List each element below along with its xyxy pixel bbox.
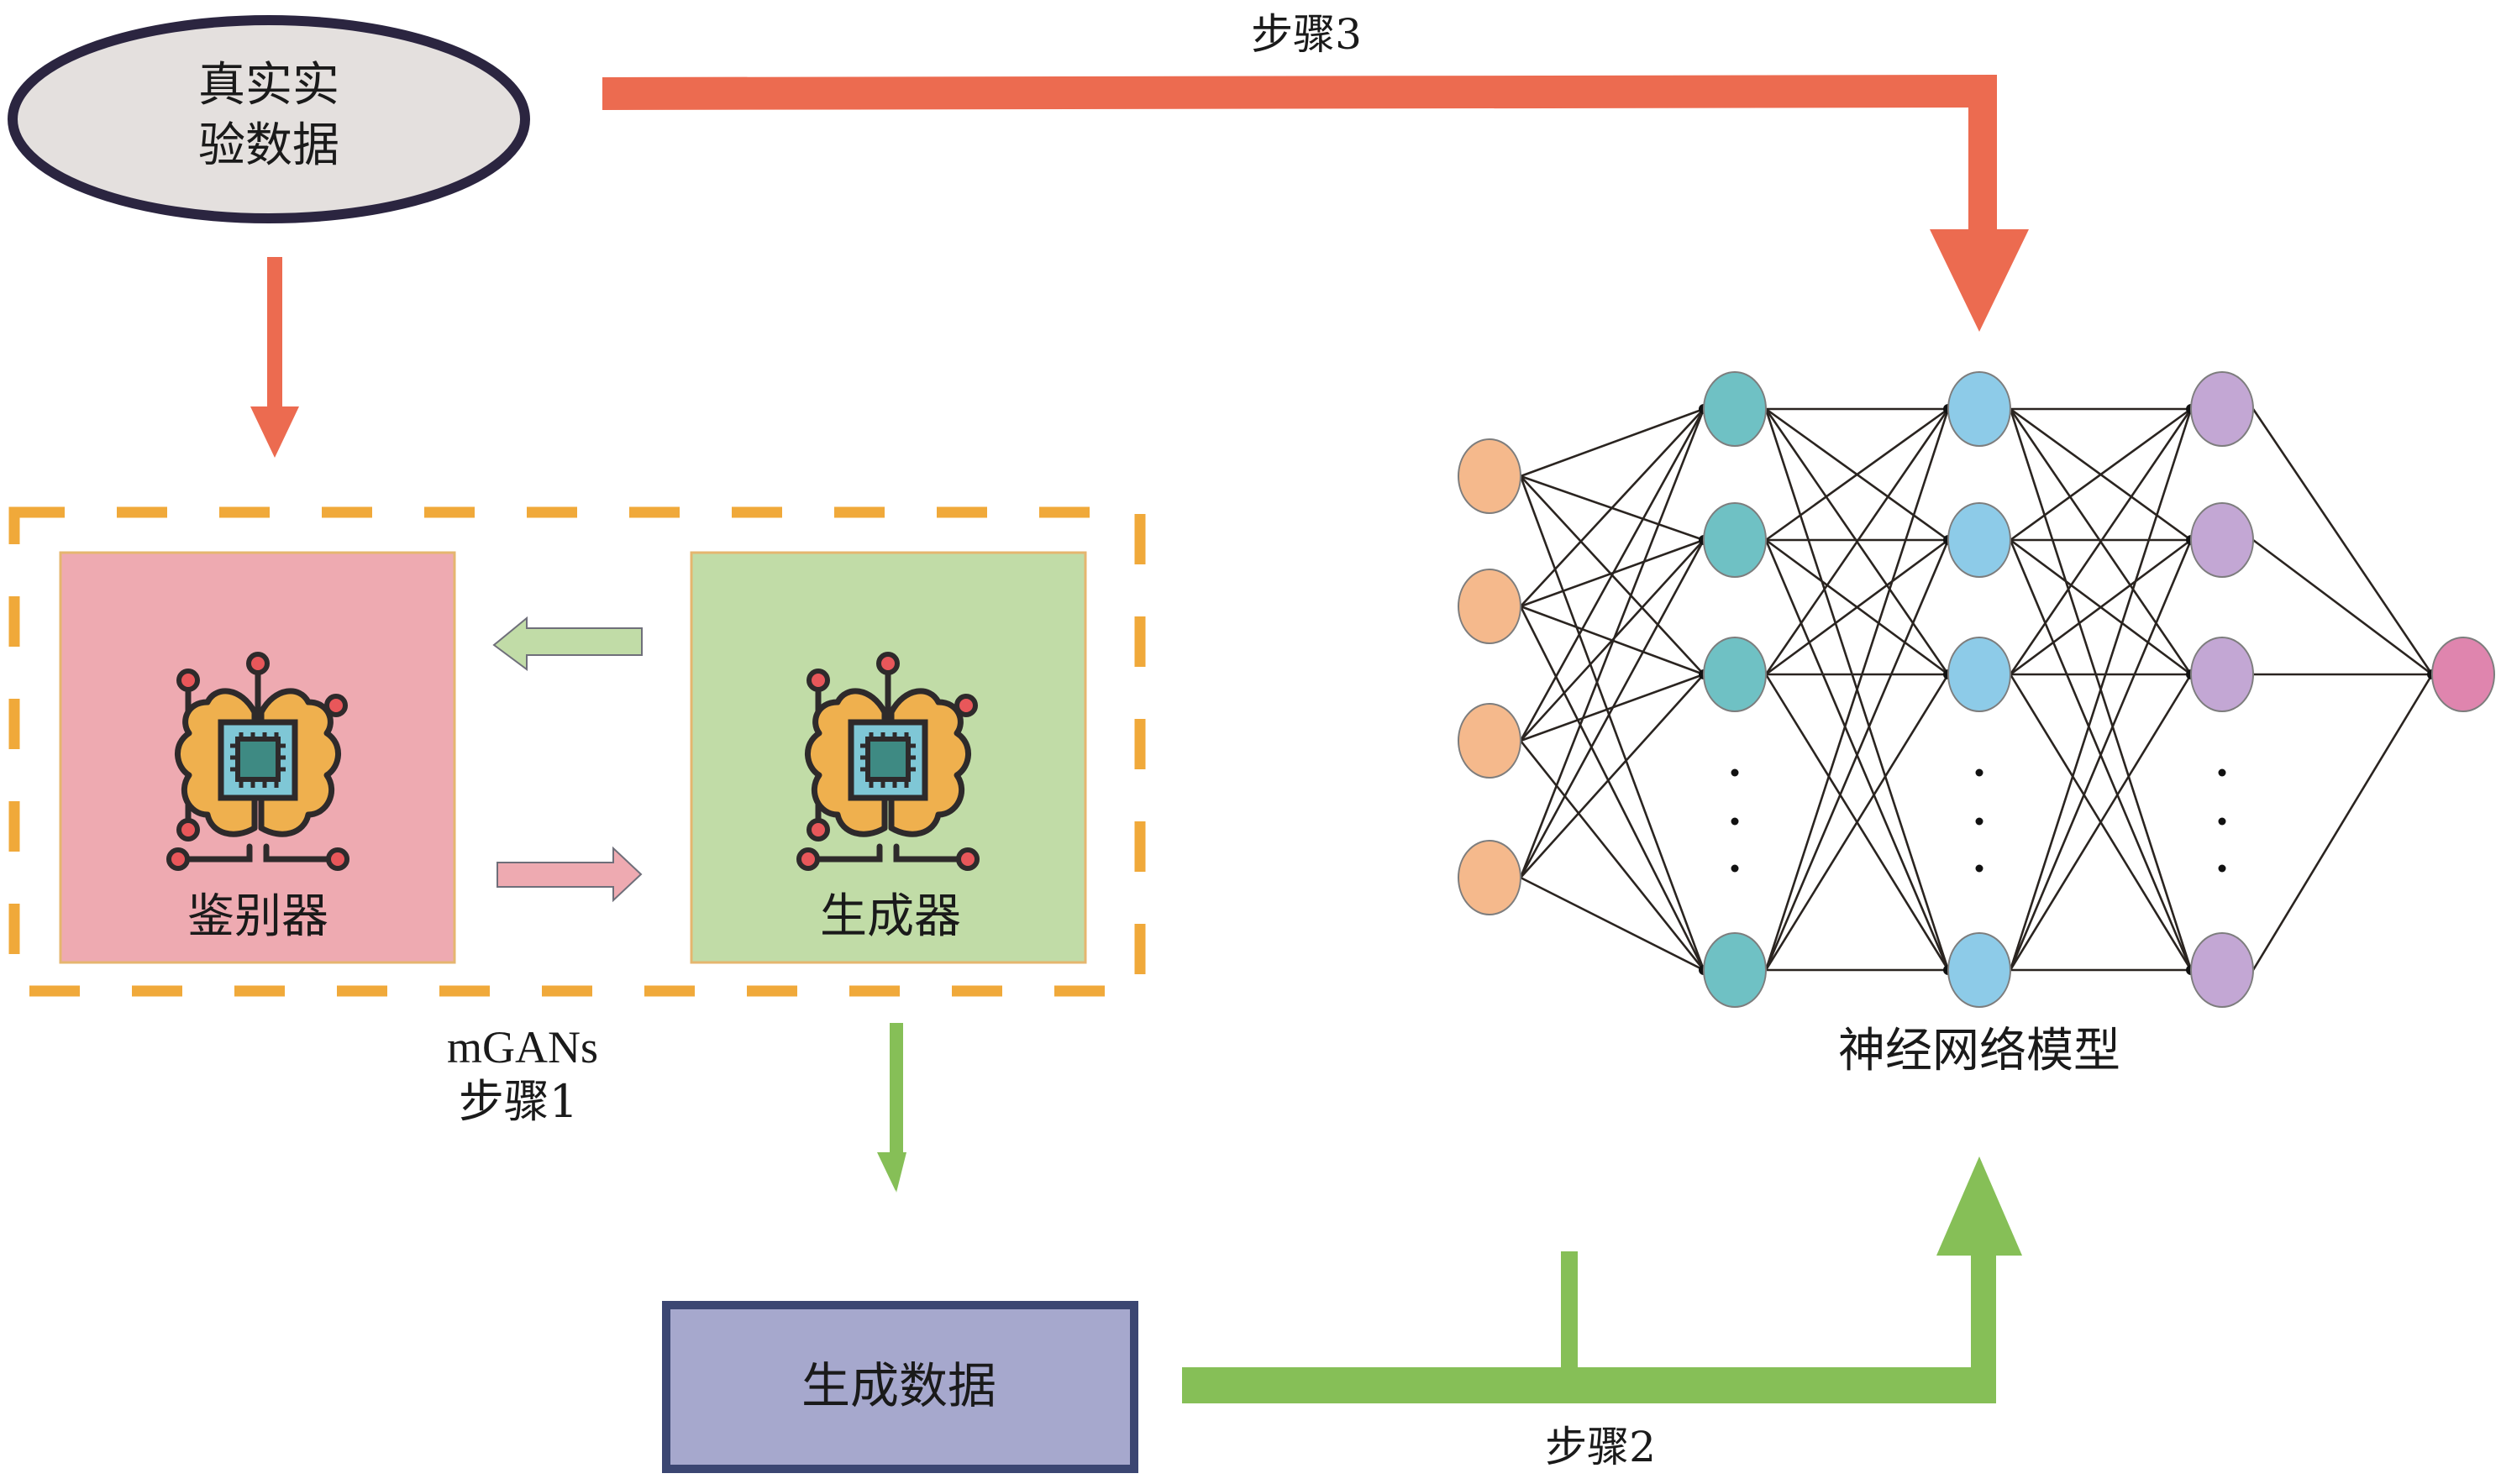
- generator-to-discriminator-arrow: [492, 616, 643, 671]
- generated-data-label: 生成数据: [801, 1357, 996, 1414]
- nn-edge-hidden-2-3-to-hidden-3-1: [2009, 539, 2193, 971]
- nn-ellipsis-dot-hidden-2-2: [1975, 864, 1983, 873]
- nn-edge-hidden-1-3-to-hidden-2-0: [1764, 408, 1950, 971]
- real-data-ellipse: [8, 15, 530, 223]
- nn-edge-input-2-to-hidden-1-0: [1519, 408, 1705, 742]
- nn-edge-hidden-1-3-to-hidden-2-1: [1764, 539, 1950, 971]
- nn-ellipsis-dot-hidden-1-0: [1731, 768, 1739, 777]
- nn-edge-input-0-to-hidden-1-3: [1519, 475, 1705, 971]
- nn-node-hidden-1-0: [1703, 371, 1767, 447]
- neural-network: [1458, 371, 2495, 1008]
- nn-edge-hidden-2-3-to-hidden-3-0: [2009, 408, 2193, 971]
- generator-to-generated-data-arrow: [877, 1023, 906, 1193]
- nn-node-hidden-2-0: [1947, 371, 2011, 447]
- nn-edge-hidden-1-3-to-hidden-2-2: [1764, 674, 1950, 971]
- nn-edge-input-3-to-hidden-1-3: [1520, 876, 1705, 972]
- nn-edge-hidden-2-2-to-hidden-3-0: [2009, 408, 2193, 675]
- nn-ellipsis-dot-hidden-1-1: [1731, 817, 1739, 826]
- nn-edge-hidden-1-2-to-hidden-2-0: [1764, 408, 1950, 675]
- step2-arrow-head: [1182, 1156, 2022, 1403]
- nn-node-hidden-3-0: [2190, 371, 2254, 447]
- nn-edge-hidden-2-2-to-hidden-3-1: [2010, 538, 2192, 676]
- nn-ellipsis-dot-hidden-2-0: [1975, 768, 1983, 777]
- nn-edge-hidden-3-0-to-output-0: [2251, 408, 2434, 675]
- real-data-to-mgans-arrow: [250, 257, 299, 458]
- generated-data-box: 生成数据: [662, 1301, 1138, 1473]
- nn-node-input-2: [1458, 703, 1521, 779]
- nn-ellipsis-dot-hidden-3-2: [2218, 864, 2226, 873]
- nn-node-hidden-2-3: [1947, 932, 2011, 1008]
- mgans-label: mGANs: [447, 1022, 598, 1072]
- real-data-label-line1: 真实实: [198, 58, 339, 113]
- nn-edge-input-1-to-hidden-1-3: [1519, 606, 1705, 971]
- nn-node-hidden-3-3: [2190, 932, 2254, 1008]
- generator-box: 生成器: [690, 551, 1087, 964]
- nn-node-hidden-3-2: [2190, 637, 2254, 712]
- nn-edge-hidden-1-1-to-hidden-2-0: [1765, 407, 1949, 542]
- nn-edge-input-3-to-hidden-1-0: [1519, 408, 1705, 878]
- discriminator-label: 鉴别器: [187, 889, 328, 944]
- nn-node-input-0: [1458, 438, 1521, 514]
- nn-node-input-3: [1458, 840, 1521, 915]
- nn-edge-hidden-1-2-to-hidden-2-1: [1765, 538, 1949, 676]
- nn-edge-hidden-3-3-to-output-0: [2251, 674, 2434, 971]
- step2-label: 步骤2: [1545, 1423, 1656, 1471]
- nn-ellipsis-dot-hidden-1-2: [1731, 864, 1739, 873]
- step1-label: 步骤1: [459, 1075, 578, 1128]
- nn-edge-hidden-2-3-to-hidden-3-2: [2009, 674, 2193, 971]
- nn-node-hidden-2-2: [1947, 637, 2011, 712]
- nn-node-hidden-3-1: [2190, 502, 2254, 578]
- neural-network-nodes: [1458, 371, 2495, 1008]
- nn-edge-input-3-to-hidden-1-1: [1519, 539, 1705, 878]
- nn-ellipsis-dot-hidden-2-1: [1975, 817, 1983, 826]
- nn-edge-hidden-3-1-to-output-0: [2252, 538, 2433, 676]
- nn-node-hidden-1-1: [1703, 502, 1767, 578]
- generator-label: 生成器: [820, 889, 961, 944]
- nn-node-input-1: [1458, 569, 1521, 644]
- nn-ellipsis-dot-hidden-3-0: [2218, 768, 2226, 777]
- step3-arrow: [602, 75, 2029, 332]
- real-data-node: 真实实 验数据: [8, 15, 530, 223]
- nn-node-output-0: [2431, 637, 2495, 712]
- nn-node-hidden-1-3: [1703, 932, 1767, 1008]
- nn-node-hidden-2-1: [1947, 502, 2011, 578]
- nn-edge-input-3-to-hidden-1-2: [1520, 674, 1705, 878]
- nn-node-hidden-1-2: [1703, 637, 1767, 712]
- nn-edge-input-2-to-hidden-1-3: [1519, 740, 1705, 971]
- step3-label: 步骤3: [1251, 10, 1362, 59]
- nn-edge-input-0-to-hidden-1-0: [1520, 407, 1705, 478]
- nn-edge-input-1-to-hidden-1-0: [1520, 408, 1705, 607]
- real-data-label-line2: 验数据: [198, 118, 339, 173]
- nn-edge-hidden-2-1-to-hidden-3-0: [2010, 407, 2192, 542]
- neural-network-edges: [1519, 404, 2437, 975]
- neural-network-label: 神经网络模型: [1838, 1024, 2120, 1078]
- discriminator-to-generator-arrow: [497, 846, 643, 903]
- mgans-container: [8, 506, 1146, 997]
- discriminator-box: 鉴别器: [59, 551, 456, 964]
- nn-ellipsis-dot-hidden-3-1: [2218, 817, 2226, 826]
